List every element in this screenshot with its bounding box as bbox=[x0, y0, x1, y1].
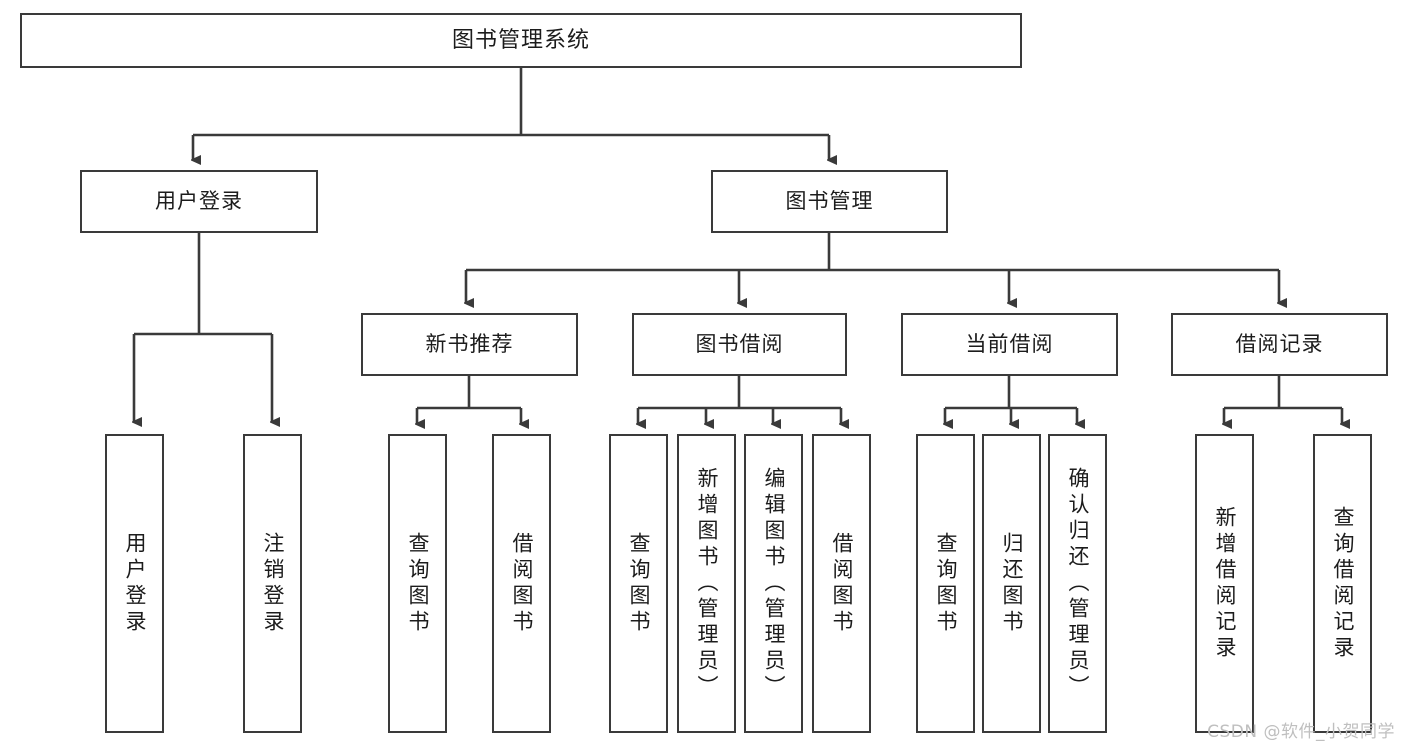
watermark: CSDN @软件_小贺同学 bbox=[1207, 722, 1395, 742]
leaf-new-book-query-book[interactable]: 查询图书 bbox=[388, 434, 447, 733]
node-user-login[interactable]: 用户登录 bbox=[80, 170, 318, 233]
node-new-book-recommendation[interactable]: 新书推荐 bbox=[361, 313, 578, 376]
node-label: 查询图书 bbox=[934, 531, 958, 636]
node-label: 确认归还（管理员） bbox=[1066, 466, 1090, 701]
node-label: 借阅图书 bbox=[830, 531, 854, 636]
node-book-management[interactable]: 图书管理 bbox=[711, 170, 948, 233]
node-label: 编辑图书（管理员） bbox=[762, 466, 786, 701]
node-label: 当前借阅 bbox=[965, 332, 1054, 357]
node-label: 新增借阅记录 bbox=[1213, 505, 1237, 662]
node-current-borrowing[interactable]: 当前借阅 bbox=[901, 313, 1118, 376]
node-label: 查询图书 bbox=[406, 531, 430, 636]
leaf-current-borrow-confirm-return-admin[interactable]: 确认归还（管理员） bbox=[1048, 434, 1107, 733]
leaf-borrow-record-add-record[interactable]: 新增借阅记录 bbox=[1195, 434, 1254, 733]
leaf-current-borrow-return-book[interactable]: 归还图书 bbox=[982, 434, 1041, 733]
node-label: 图书借阅 bbox=[695, 332, 784, 357]
node-label: 归还图书 bbox=[1000, 531, 1024, 636]
leaf-user-login-logout[interactable]: 注销登录 bbox=[243, 434, 302, 733]
leaf-user-login-login[interactable]: 用户登录 bbox=[105, 434, 164, 733]
node-label: 用户登录 bbox=[155, 189, 243, 214]
node-root-book-management-system[interactable]: 图书管理系统 bbox=[20, 13, 1022, 68]
node-label: 注销登录 bbox=[261, 531, 285, 636]
leaf-current-borrow-query-book[interactable]: 查询图书 bbox=[916, 434, 975, 733]
node-borrowing-record[interactable]: 借阅记录 bbox=[1171, 313, 1388, 376]
leaf-borrow-record-query-record[interactable]: 查询借阅记录 bbox=[1313, 434, 1372, 733]
node-label: 图书管理 bbox=[785, 189, 874, 214]
node-label: 新书推荐 bbox=[425, 332, 514, 357]
node-label: 新增图书（管理员） bbox=[695, 466, 719, 701]
node-label: 借阅图书 bbox=[510, 531, 534, 636]
node-book-borrowing[interactable]: 图书借阅 bbox=[632, 313, 847, 376]
node-label: 借阅记录 bbox=[1235, 332, 1324, 357]
leaf-book-borrow-borrow-book[interactable]: 借阅图书 bbox=[812, 434, 871, 733]
node-label: 图书管理系统 bbox=[451, 27, 590, 53]
node-label: 用户登录 bbox=[123, 531, 147, 636]
leaf-book-borrow-query-book[interactable]: 查询图书 bbox=[609, 434, 668, 733]
leaf-new-book-borrow-book[interactable]: 借阅图书 bbox=[492, 434, 551, 733]
node-label: 查询借阅记录 bbox=[1331, 505, 1355, 662]
node-label: 查询图书 bbox=[627, 531, 651, 636]
leaf-book-borrow-edit-book-admin[interactable]: 编辑图书（管理员） bbox=[744, 434, 803, 733]
leaf-book-borrow-add-book-admin[interactable]: 新增图书（管理员） bbox=[677, 434, 736, 733]
